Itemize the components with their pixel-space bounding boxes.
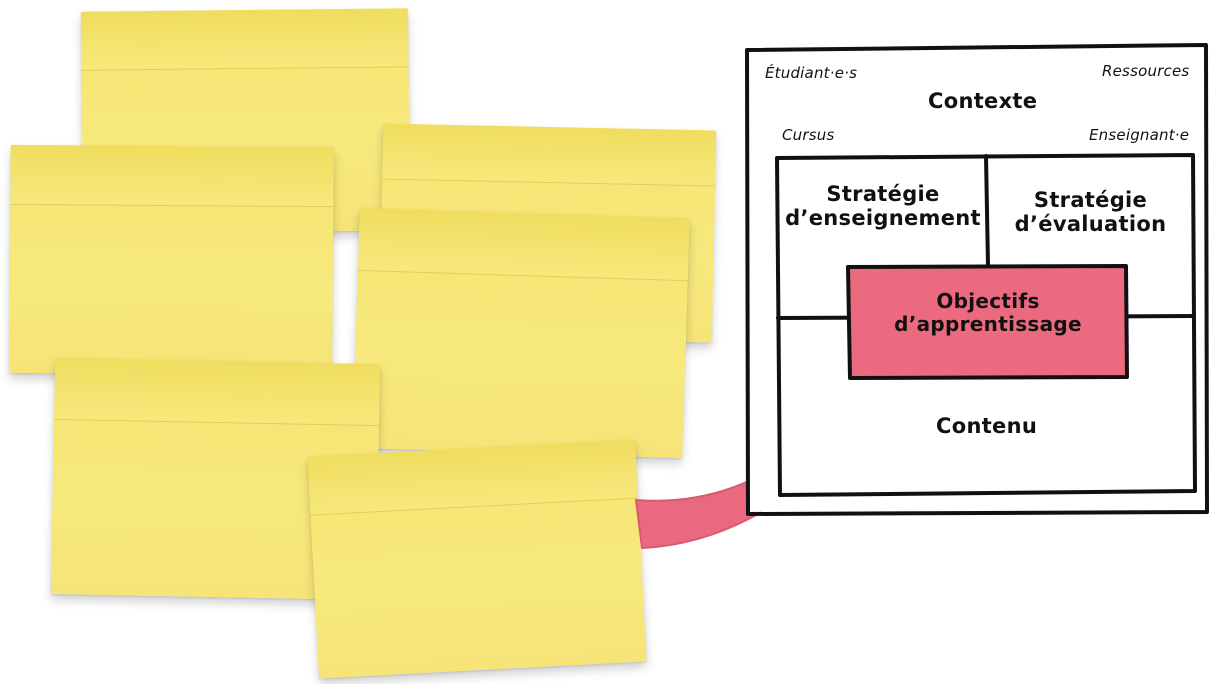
label-students: Étudiant·e·s [765,64,858,82]
teaching-strategy-cell: Stratégie d’enseignement [780,182,986,230]
objectives-line2: d’apprentissage [894,312,1082,336]
label-context: Contexte [928,89,1038,113]
board-inner-frame [775,153,1197,497]
objectives-line1: Objectifs [936,289,1040,313]
label-resources: Ressources [1102,62,1190,80]
board-vertical-divider [984,154,990,268]
objectives-box [846,264,1129,380]
teaching-strategy-line2: d’enseignement [785,206,981,231]
assessment-strategy-line2: d’évaluation [1014,212,1167,237]
assessment-strategy-line1: Stratégie [1033,188,1148,212]
objectives-cell: Objectifs d’apprentissage [850,290,1126,336]
label-content: Contenu [936,414,1038,438]
assessment-strategy-cell: Stratégie d’évaluation [988,188,1193,236]
label-curriculum: Cursus [782,126,835,144]
teaching-strategy-line1: Stratégie [826,182,940,206]
label-teacher: Enseignant·e [1089,126,1190,144]
